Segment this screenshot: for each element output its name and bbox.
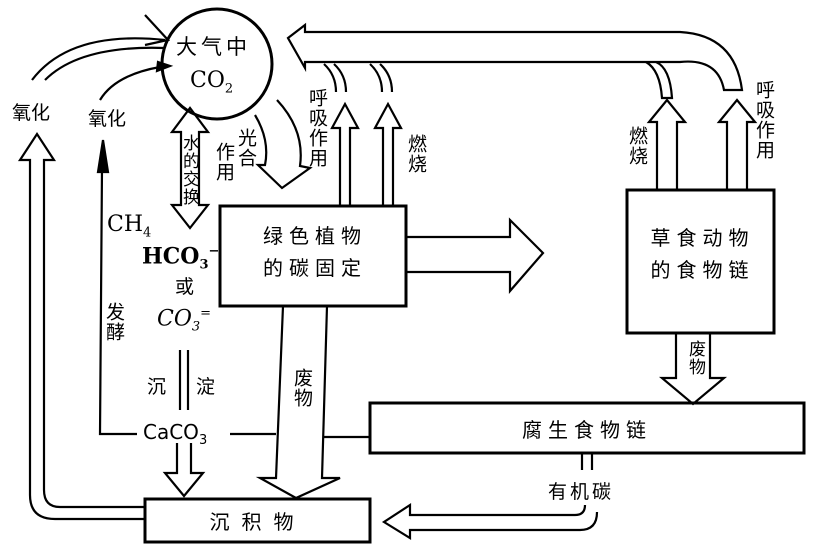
water-exchange-label: 水的交换 bbox=[179, 134, 199, 206]
precipitation-label-2: 淀 bbox=[196, 376, 216, 398]
plant-combustion-arrow bbox=[373, 101, 403, 206]
co3-text: CO bbox=[157, 306, 192, 332]
photosynthesis-label-2: 作用 bbox=[213, 142, 235, 182]
fermentation-line bbox=[98, 167, 276, 436]
photosynthesis-label-1: 光合 bbox=[235, 128, 257, 168]
ch4-text: CH bbox=[107, 212, 144, 237]
herbivores-node-box bbox=[625, 188, 776, 335]
animal-combustion-label: 燃烧 bbox=[626, 126, 648, 166]
or-label: 或 bbox=[175, 276, 195, 298]
plants-node-label: 绿色植物 的碳固定 bbox=[230, 220, 400, 284]
plant-waste-label: 废物 bbox=[291, 368, 313, 408]
herbivores-line1: 草食动物 bbox=[650, 226, 755, 250]
caco3-sub: 3 bbox=[198, 433, 208, 448]
return-to-atmosphere-arrow bbox=[286, 22, 744, 92]
ch4-sub: 4 bbox=[143, 225, 152, 241]
animal-combustion-tail bbox=[645, 60, 674, 100]
caco3-to-sediment-arrow bbox=[162, 443, 206, 498]
oxidation-left-label: 氧化 bbox=[12, 102, 51, 124]
oxidation-left-arrowhead bbox=[144, 14, 171, 47]
oxidation-mid-label: 氧化 bbox=[88, 108, 127, 130]
plant-combustion-label: 燃烧 bbox=[405, 134, 427, 174]
plant-respiration-arrow bbox=[330, 101, 360, 206]
sediment-node-label: 沉积物 bbox=[209, 510, 306, 534]
decomposers-node-label: 腐生食物链 bbox=[522, 418, 652, 442]
herbivores-node-label: 草食动物 的食物链 bbox=[630, 222, 775, 286]
animal-waste-arrow bbox=[658, 333, 728, 406]
ch4-label: CH4 bbox=[107, 212, 152, 241]
respiration-arc bbox=[323, 63, 348, 93]
hco3-sub: 3 bbox=[199, 257, 209, 273]
sediment-node-box bbox=[143, 497, 372, 544]
herbivores-line2: 的食物链 bbox=[650, 258, 755, 282]
hco3-text: HCO bbox=[142, 243, 200, 270]
precipitation-line bbox=[178, 350, 190, 410]
plants-to-herbivores-arrow bbox=[406, 217, 545, 294]
animal-waste-label: 废物 bbox=[685, 340, 705, 376]
fermentation-label: 发酵 bbox=[103, 302, 125, 342]
co2-sub: 2 bbox=[224, 81, 234, 97]
hco3-sup: − bbox=[208, 244, 220, 259]
co3-label: CO3= bbox=[157, 307, 211, 334]
animal-respiration-arrow bbox=[716, 98, 758, 190]
fermentation-arrowhead bbox=[96, 139, 110, 174]
plant-respiration-label: 呼吸作用 bbox=[306, 88, 328, 168]
co2-text: CO bbox=[190, 68, 225, 93]
atmosphere-co2: CO2 bbox=[190, 68, 234, 97]
oxidation-mid-arrowhead bbox=[155, 60, 174, 73]
animal-combustion-arrow bbox=[646, 98, 688, 190]
oxidation-left-curve bbox=[31, 37, 166, 81]
caco3-text: CaCO bbox=[143, 420, 199, 444]
plants-node-box bbox=[218, 204, 408, 308]
atmosphere-node-circle bbox=[160, 7, 274, 121]
plant-waste-arrow bbox=[255, 305, 341, 500]
photosynthesis-arrow bbox=[254, 99, 313, 190]
atmosphere-label: 大气中 bbox=[176, 35, 251, 59]
plants-line1: 绿色植物 bbox=[263, 224, 367, 248]
animal-respiration-label: 呼吸作用 bbox=[753, 80, 775, 160]
oxidation-mid-arrow bbox=[99, 65, 161, 101]
co3-sup: = bbox=[200, 306, 212, 321]
combustion-arc bbox=[369, 63, 394, 93]
organic-carbon-label: 有机碳 bbox=[548, 481, 615, 503]
co3-sub: 3 bbox=[191, 319, 201, 335]
precipitation-label-1: 沉 bbox=[147, 376, 167, 398]
sediment-to-oxidation-arrow bbox=[17, 131, 145, 521]
water-exchange-arrow bbox=[169, 106, 211, 230]
plants-line2: 的碳固定 bbox=[263, 256, 367, 280]
hco3-label: HCO3− bbox=[142, 245, 219, 272]
caco3-label: CaCO3 bbox=[143, 422, 207, 447]
decomposers-node-box bbox=[368, 401, 806, 455]
organic-carbon-arrow bbox=[381, 453, 599, 540]
